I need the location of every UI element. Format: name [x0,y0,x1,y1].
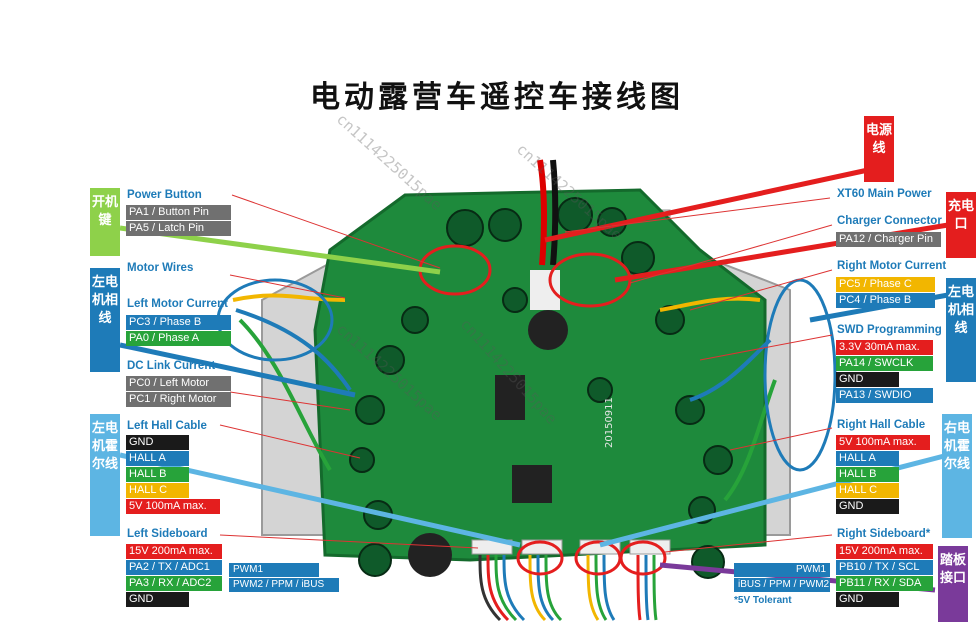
pin-pa5: PA5 / Latch Pin [126,221,231,236]
heading-motor-wires: Motor Wires [127,262,194,274]
pin-pa12: PA12 / Charger Pin [836,232,941,247]
pin-pc4: PC4 / Phase B [836,293,935,308]
pwm-left-2: PWM2 / PPM / iBUS [229,578,339,592]
pin-left-side-15v: 15V 200mA max. [126,544,222,559]
heading-right-hall: Right Hall Cable [837,419,926,431]
heading-left-motor-current: Left Motor Current [127,298,228,310]
leader-lines [219,194,833,553]
chips [408,270,568,577]
bottom-cables [478,554,658,622]
heading-right-motor-current: Right Motor Current [837,260,947,272]
pwm-right-1: PWM1 [734,563,830,577]
pin-right-side-gnd: GND [836,592,899,607]
pin-left-hall-5v: 5V 100mA max. [126,499,220,514]
tag-power-button: 开机键 [90,188,120,256]
pin-left-side-pa2: PA2 / TX / ADC1 [126,560,222,575]
pin-right-hall-a: HALL A [836,451,899,466]
heading-left-hall: Left Hall Cable [127,420,207,432]
heading-left-sideboard: Left Sideboard [127,528,208,540]
pin-pa14: PA14 / SWCLK [836,356,933,371]
pin-left-hall-gnd: GND [126,435,189,450]
tag-charge-port: 充电口 [946,192,976,258]
pin-right-hall-5v: 5V 100mA max. [836,435,930,450]
motor-phase-wires [232,293,777,502]
pin-pa0: PA0 / Phase A [126,331,231,346]
heading-charger: Charger Connector [837,215,942,227]
pin-right-side-15v: 15V 200mA max. [836,544,933,559]
pin-pc3: PC3 / Phase B [126,315,231,330]
tolerant-note: *5V Tolerant [734,595,792,606]
pin-left-hall-a: HALL A [126,451,189,466]
pin-pa1: PA1 / Button Pin [126,205,231,220]
pin-right-hall-gnd: GND [836,499,899,514]
heading-dc-link: DC Link Current [127,360,216,372]
heading-right-sideboard: Right Sideboard* [837,528,931,540]
power-wire [537,159,548,266]
tag-power-wire: 电源线 [864,116,894,182]
pcb [313,188,767,562]
tag-right-motor: 左电机相线 [946,278,976,382]
pin-right-hall-c: HALL C [836,483,899,498]
pwm-left-1: PWM1 [229,563,319,577]
pin-pa13: PA13 / SWDIO [836,388,933,403]
pin-left-side-gnd: GND [126,592,189,607]
heading-xt60: XT60 Main Power [837,188,932,200]
page-title: 电动露营车遥控车接线图 [310,80,684,115]
tag-pedal-port: 踏板接口 [938,546,968,622]
pin-pb11: PB11 / RX / SDA [836,576,933,591]
date-code: 20150911 [604,397,615,448]
pin-pc1: PC1 / Right Motor [126,392,231,407]
tag-left-hall: 左电机霍尔线 [90,414,120,536]
pin-left-hall-c: HALL C [126,483,189,498]
pin-left-side-pa3: PA3 / RX / ADC2 [126,576,222,591]
tag-left-motor: 左电机相线 [90,268,120,372]
pwm-right-2: iBUS / PPM / PWM2 [734,578,830,592]
pin-pb10: PB10 / TX / SCL [836,560,933,575]
pin-swd-gnd: GND [836,372,899,387]
capacitors [349,197,733,579]
pin-pc0: PC0 / Left Motor [126,376,231,391]
tag-right-hall: 右电机霍尔线 [942,414,972,538]
heading-power-button: Power Button [127,189,202,201]
power-wire-black [550,159,559,266]
pin-right-hall-b: HALL B [836,467,899,482]
pin-left-hall-b: HALL B [126,467,189,482]
heading-swd: SWD Programming [837,324,942,336]
pin-swd-3v3: 3.3V 30mA max. [836,340,933,355]
pin-pc5: PC5 / Phase C [836,277,935,292]
